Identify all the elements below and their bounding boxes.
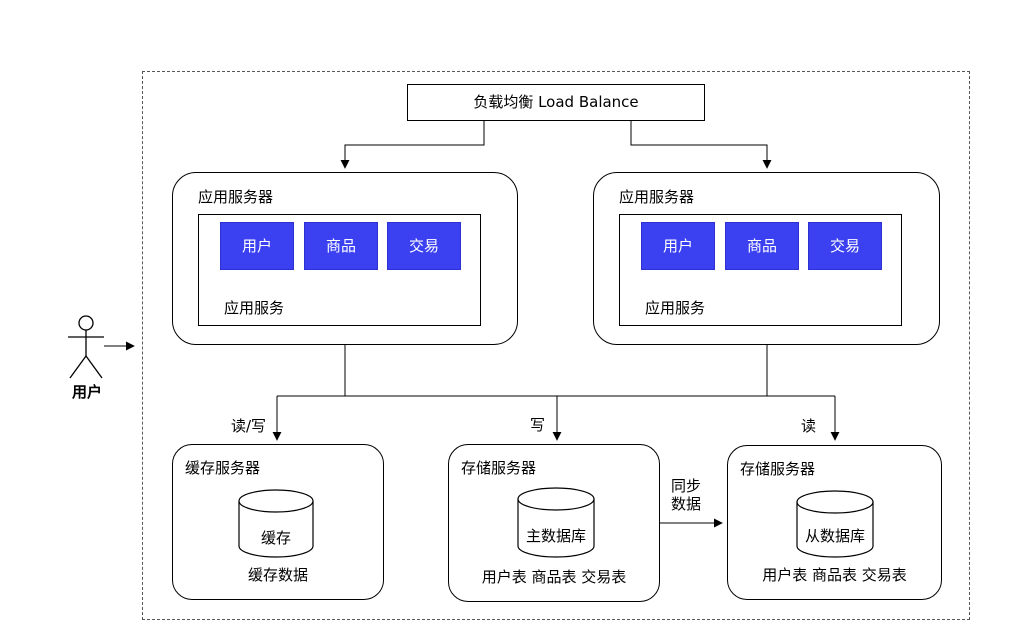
slave-storage-title: 存储服务器 (740, 460, 816, 478)
user-actor-label: 用户 (71, 383, 102, 401)
module-trade-right: 交易 (808, 222, 882, 270)
app-service-left-container: 用户 商品 交易 应用服务 (198, 214, 481, 326)
master-storage-node: 存储服务器 用户表 商品表 交易表 (448, 444, 660, 602)
app-service-left-label: 应用服务 (224, 299, 285, 317)
app-server-left-node: 应用服务器 用户 商品 交易 应用服务 (172, 172, 518, 345)
module-user-right: 用户 (641, 222, 715, 270)
slave-storage-node: 存储服务器 用户表 商品表 交易表 (727, 445, 942, 600)
app-service-right-label: 应用服务 (645, 299, 706, 317)
app-server-right-title: 应用服务器 (619, 188, 695, 206)
actor-right-leg (85, 355, 103, 379)
edge-label-read: 读 (801, 417, 817, 435)
edge-label-read-write: 读/写 (230, 417, 266, 435)
app-server-right-node: 应用服务器 用户 商品 交易 应用服务 (593, 172, 940, 345)
master-storage-title: 存储服务器 (461, 459, 537, 477)
master-tables-label: 用户表 商品表 交易表 (481, 568, 627, 586)
actor-head (78, 315, 94, 331)
module-product-left: 商品 (304, 222, 378, 270)
module-product-right: 商品 (725, 222, 799, 270)
module-user-left: 用户 (220, 222, 294, 270)
load-balancer-node: 负载均衡 Load Balance (407, 84, 705, 121)
slave-db-label: 从数据库 (804, 527, 865, 545)
cache-server-title: 缓存服务器 (185, 459, 261, 477)
edge-label-sync-data: 同步数据 (671, 477, 702, 513)
cache-data-label: 缓存数据 (247, 566, 308, 584)
actor-left-leg (69, 355, 87, 379)
app-service-right-container: 用户 商品 交易 应用服务 (619, 214, 902, 326)
module-trade-left: 交易 (387, 222, 461, 270)
cache-cylinder-label: 缓存 (260, 529, 291, 547)
user-actor-figure (68, 315, 104, 379)
system-boundary (142, 71, 970, 620)
edge-label-write: 写 (530, 416, 546, 434)
cache-server-node: 缓存服务器 缓存数据 (172, 444, 384, 600)
master-db-label: 主数据库 (525, 527, 586, 545)
app-server-left-title: 应用服务器 (198, 188, 274, 206)
slave-tables-label: 用户表 商品表 交易表 (762, 566, 907, 584)
